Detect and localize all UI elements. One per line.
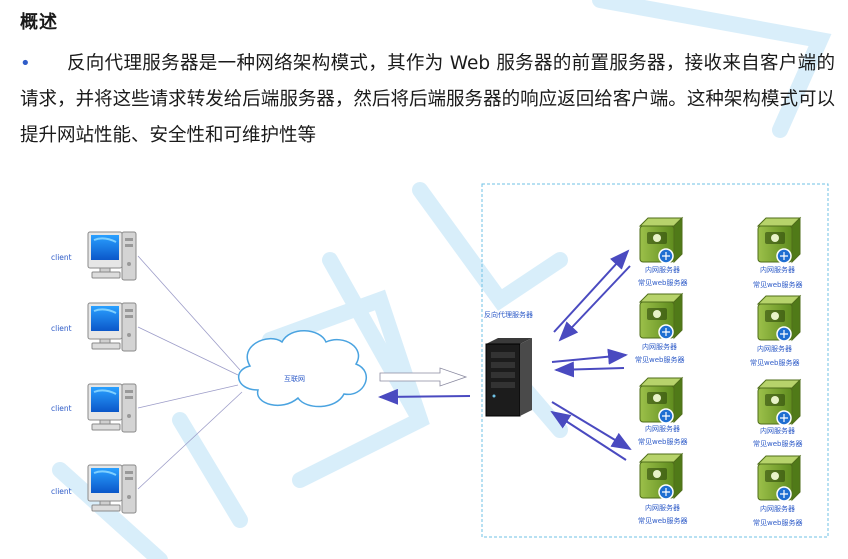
server-label-primary: 内网服务器 [760,504,795,513]
cloud-icon [238,330,367,408]
internet-label: 互联网 [284,374,305,383]
server-label-secondary: 常见web服务器 [638,278,687,287]
server-label-secondary: 常见web服务器 [753,280,802,289]
server-label-primary: 内网服务器 [645,424,680,433]
reverse-proxy-server: 反向代理服务器 [484,310,533,417]
backend-server-4: 内网服务器 常见web服务器 [750,295,801,367]
client-label: client [51,253,72,262]
client-1: client [51,231,137,281]
backend-server-2: 内网服务器 常见web服务器 [753,217,802,289]
cloud-proxy-arrows [378,367,471,405]
intro-paragraph: •反向代理服务器是一种网络架构模式，其作为 Web 服务器的前置服务器，接收来自… [20,46,835,154]
server-label-secondary: 常见web服务器 [753,439,802,448]
client-label: client [51,324,72,333]
page-title: 概述 [20,12,58,33]
server-rack-icon [485,338,532,417]
server-label-secondary: 常见web服务器 [638,516,687,525]
server-icon [639,453,683,500]
server-icon [757,217,801,264]
server-label-primary: 内网服务器 [760,265,795,274]
server-icon [757,455,801,502]
server-label-primary: 内网服务器 [760,426,795,435]
server-icon [639,377,683,424]
backend-server-3: 内网服务器 常见web服务器 [635,293,684,364]
intro-text: 反向代理服务器是一种网络架构模式，其作为 Web 服务器的前置服务器，接收来自客… [20,53,835,146]
backend-server-1: 内网服务器 常见web服务器 [638,217,687,287]
backend-server-7: 内网服务器 常见web服务器 [638,453,687,525]
bullet-dot: • [20,53,31,74]
server-room-boundary [481,183,829,538]
client-3: client [51,383,137,433]
computer-icon [87,231,137,281]
server-label-secondary: 常见web服务器 [635,355,684,364]
proxy-backend-arrows [550,249,632,461]
server-icon [757,295,801,342]
client-links [137,255,243,490]
reverse-proxy-diagram: client client client client 互联网 反向代理服务器 [51,183,829,538]
computer-icon [87,302,137,352]
client-4: client [51,464,137,514]
backend-server-6: 内网服务器 常见web服务器 [753,379,802,448]
internet-cloud: 互联网 [238,330,367,408]
client-label: client [51,487,72,496]
server-label-primary: 内网服务器 [645,265,680,274]
client-2: client [51,302,137,352]
computer-icon [87,383,137,433]
computer-icon [87,464,137,514]
server-label-secondary: 常见web服务器 [638,437,687,446]
server-label-primary: 内网服务器 [645,503,680,512]
server-label-primary: 内网服务器 [642,342,677,351]
proxy-label: 反向代理服务器 [484,310,533,319]
backend-server-5: 内网服务器 常见web服务器 [638,377,687,446]
server-label-secondary: 常见web服务器 [753,518,802,527]
server-label-secondary: 常见web服务器 [750,358,799,367]
server-icon [639,293,683,340]
client-label: client [51,404,72,413]
server-label-primary: 内网服务器 [757,344,792,353]
server-icon [639,217,683,264]
backend-server-8: 内网服务器 常见web服务器 [753,455,802,527]
server-icon [757,379,801,426]
